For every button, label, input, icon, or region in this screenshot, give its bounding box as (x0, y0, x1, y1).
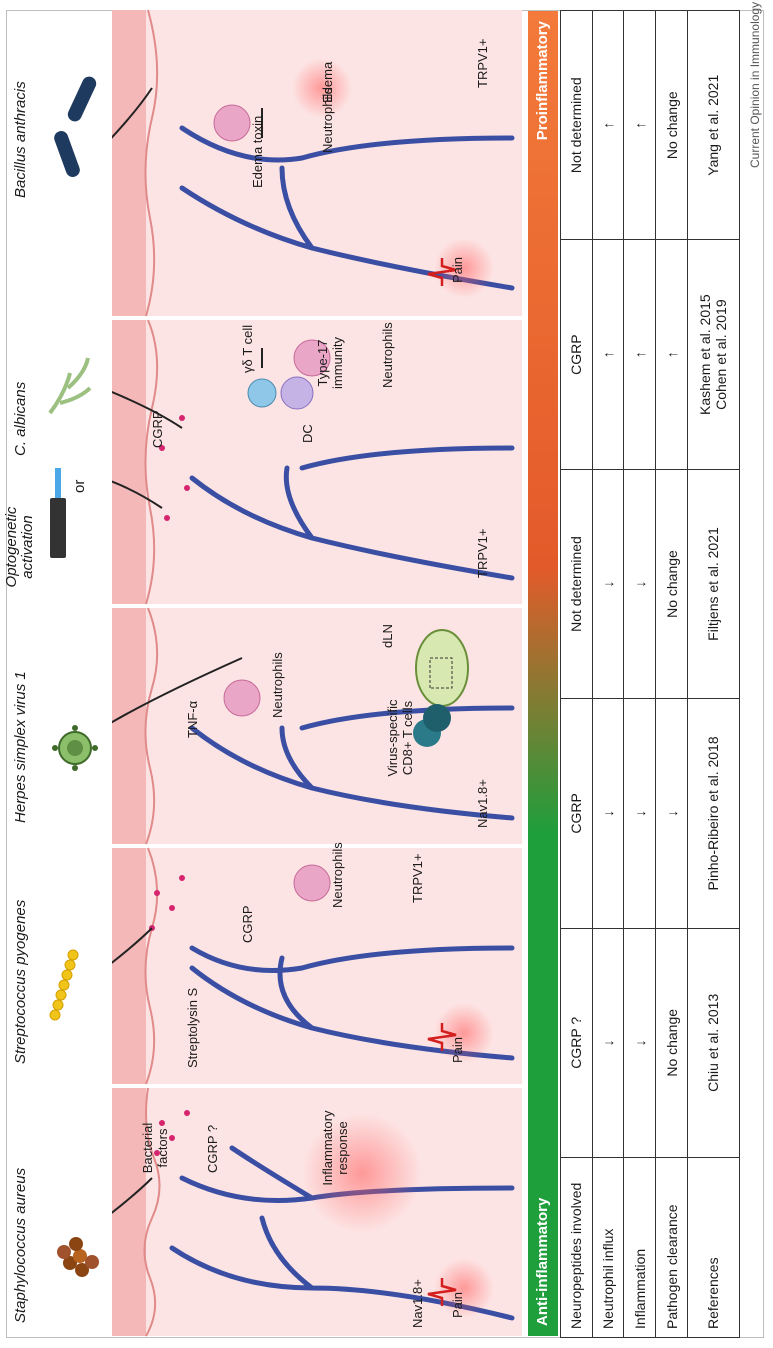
p2-trpv-label: TRPV1+ (410, 853, 425, 904)
p3-nav-label: Nav1.8+ (475, 779, 490, 828)
table-cell: Kashem et al. 2015 Cohen et al. 2019 (687, 239, 740, 470)
p4-neutrophils-label: Neutrophils (380, 322, 395, 388)
pain-glow-1 (434, 1258, 494, 1318)
p5-edema-toxin-label: Edema toxin (250, 115, 265, 188)
edema-glow (292, 58, 352, 118)
table-cell: Not determined (560, 10, 593, 240)
row-label: Neutrophil influx (592, 1157, 624, 1338)
row-label: References (687, 1157, 740, 1338)
cgrp-dots (149, 415, 190, 1156)
table-cell: ↓ (592, 469, 624, 699)
p1-pain-label: Pain (450, 1291, 465, 1318)
s-pyogenes-chain-icon (49, 949, 79, 1021)
p3-neutrophils-label: Neutrophils (270, 652, 285, 718)
p5-pain-label: Pain (450, 256, 465, 283)
p1-nav-label: Nav1.8+ (410, 1279, 425, 1328)
p3-tnf-label: TNF-α (185, 700, 200, 738)
table-cell: ↑ (592, 239, 624, 470)
row-label: Neuropeptides involved (560, 1157, 593, 1338)
p1-bacterial-factors: Bacterial factors (140, 1122, 170, 1174)
table-cell: ↑ (592, 10, 624, 240)
table-cell: No change (655, 10, 688, 240)
p4-cgrp-label: CGRP (150, 410, 165, 448)
table-cell: Chiu et al. 2013 (687, 928, 740, 1158)
anti-inflammatory-label: Anti-inflammatory (534, 1197, 551, 1326)
table-cell: ↑ (623, 10, 656, 240)
table-cell: Yang et al. 2021 (687, 10, 740, 240)
b-anthracis-rods-icon (54, 76, 97, 177)
proinflammatory-label: Proinflammatory (534, 21, 551, 141)
table-cell: ↓ (592, 698, 624, 929)
table-cell: No change (655, 469, 688, 699)
table-cell: Pinho-Ribeiro et al. 2018 (687, 698, 740, 929)
row-label: Inflammation (623, 1157, 656, 1338)
row-label: Pathogen clearance (655, 1157, 688, 1338)
p4-dc-label: DC (300, 424, 315, 443)
table-cell: CGRP (560, 239, 593, 470)
table-cell: ↓ (592, 928, 624, 1158)
c-albicans-hyphae-icon (48, 357, 92, 415)
pain-wave-icons (427, 258, 457, 1306)
pain-glow-2 (434, 1003, 494, 1063)
hsv1-virus-icon (52, 725, 98, 771)
sensory-nerves (169, 125, 515, 1321)
arrows (112, 87, 263, 1229)
table-cell: CGRP (560, 698, 593, 929)
panel-drawings (112, 9, 515, 1337)
p3-tcells-label: Virus-specific CD8+ T cells (385, 699, 415, 777)
p3-dln-label: dLN (380, 624, 395, 648)
table-cell: ↓ (623, 928, 656, 1158)
journal-credit: Current Opinion in Immunology (748, 1, 762, 168)
p4-trpv-label: TRPV1+ (475, 528, 490, 579)
p2-neutrophils-label: Neutrophils (330, 842, 345, 908)
pain-glow-3 (434, 238, 494, 298)
p4-gd-tcell-label: γδ T cell (240, 324, 255, 373)
lymph-node-icon (415, 629, 469, 707)
pathogen-icons (48, 76, 99, 1277)
p4-type17-label: Type-17 immunity (315, 337, 345, 390)
anti-pro-inflammatory-bar: Anti-inflammatory Proinflammatory (528, 11, 558, 1336)
s-aureus-cluster-icon (57, 1237, 99, 1277)
p5-edema-label: Edema (320, 61, 335, 103)
table-cell: Not determined (560, 469, 593, 699)
table-cell: ↑ (623, 239, 656, 470)
p2-pain-label: Pain (450, 1036, 465, 1063)
t-cell-icons (247, 376, 451, 747)
table-cell: No change (655, 928, 688, 1158)
table-cell: ↓ (623, 698, 656, 929)
table-row: Inflammation↓↓↓↑↑ (623, 10, 656, 1338)
inflammatory-glow (302, 1113, 422, 1233)
p5-trpv-label: TRPV1+ (475, 38, 490, 89)
table-cell: CGRP ? (560, 928, 593, 1158)
table-cell: ↑ (655, 239, 688, 470)
p2-cgrp-label: CGRP (240, 905, 255, 943)
neutrophil-cells (213, 104, 331, 902)
epidermis-layer (112, 10, 146, 1336)
optogenetic-probe-icon (50, 468, 66, 558)
table-cell: Filtjens et al. 2021 (687, 469, 740, 699)
p1-cgrp-label: CGRP ? (205, 1124, 220, 1173)
table-cell: ↓ (623, 469, 656, 699)
table-cell: ↓ (655, 698, 688, 929)
table-row: Neutrophil influx↓↓↓↑↑ (592, 10, 624, 1338)
p1-inflammatory-response: Inflammatory response (320, 1110, 350, 1186)
p2-streptolysin-label: Streptolysin S (185, 987, 200, 1068)
